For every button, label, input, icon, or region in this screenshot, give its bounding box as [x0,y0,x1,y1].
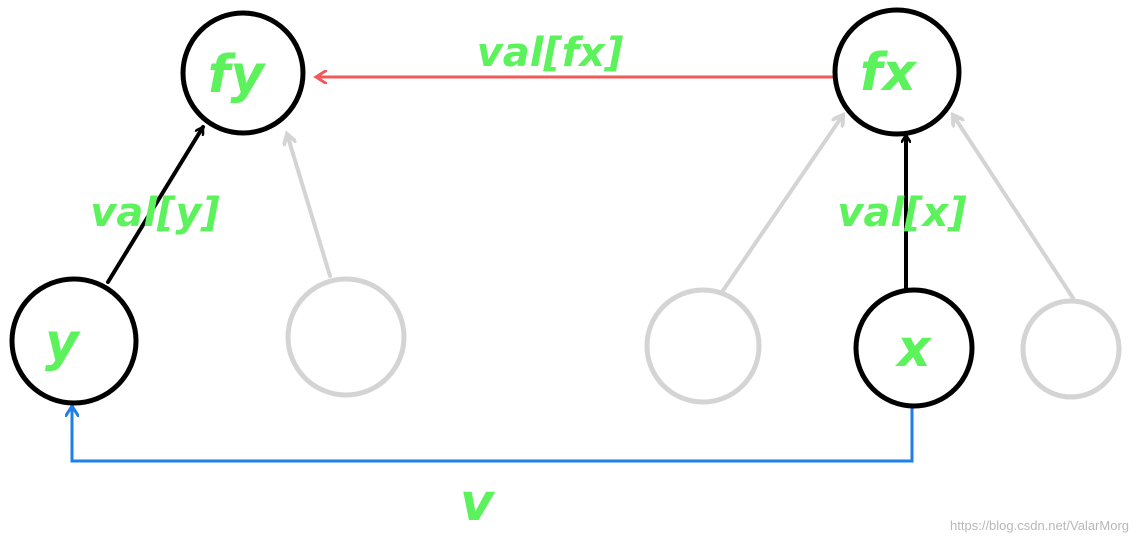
edge-label-val-fx: val[fx] [477,30,624,76]
node-fy-label: fy [208,45,267,105]
node-fy: fy [180,10,306,136]
edge-faded-to-fy [287,134,332,278]
node-faded-a [285,276,407,398]
node-faded-b [644,287,762,405]
edge-faded-right-to-fx [953,115,1075,300]
node-x: x [853,287,975,409]
edge-y-to-fy [106,127,205,284]
watermark: https://blog.csdn.net/ValarMorg [950,518,1129,533]
edge-label-val-x: val[x] [837,190,966,236]
node-fx-label: fx [860,43,918,103]
edge-x-to-y [72,406,914,463]
node-y-label: y [45,313,81,373]
node-x-label: x [894,319,932,379]
faded-edges [287,115,1075,300]
edge-label-val-y: val[y] [90,190,219,236]
node-y: y [9,276,139,406]
edge-faded-left-to-fx [720,115,843,294]
node-fx: fx [832,7,962,137]
faded-nodes [285,276,1122,405]
node-faded-c [1020,298,1122,400]
edge-label-v: v [460,473,496,533]
